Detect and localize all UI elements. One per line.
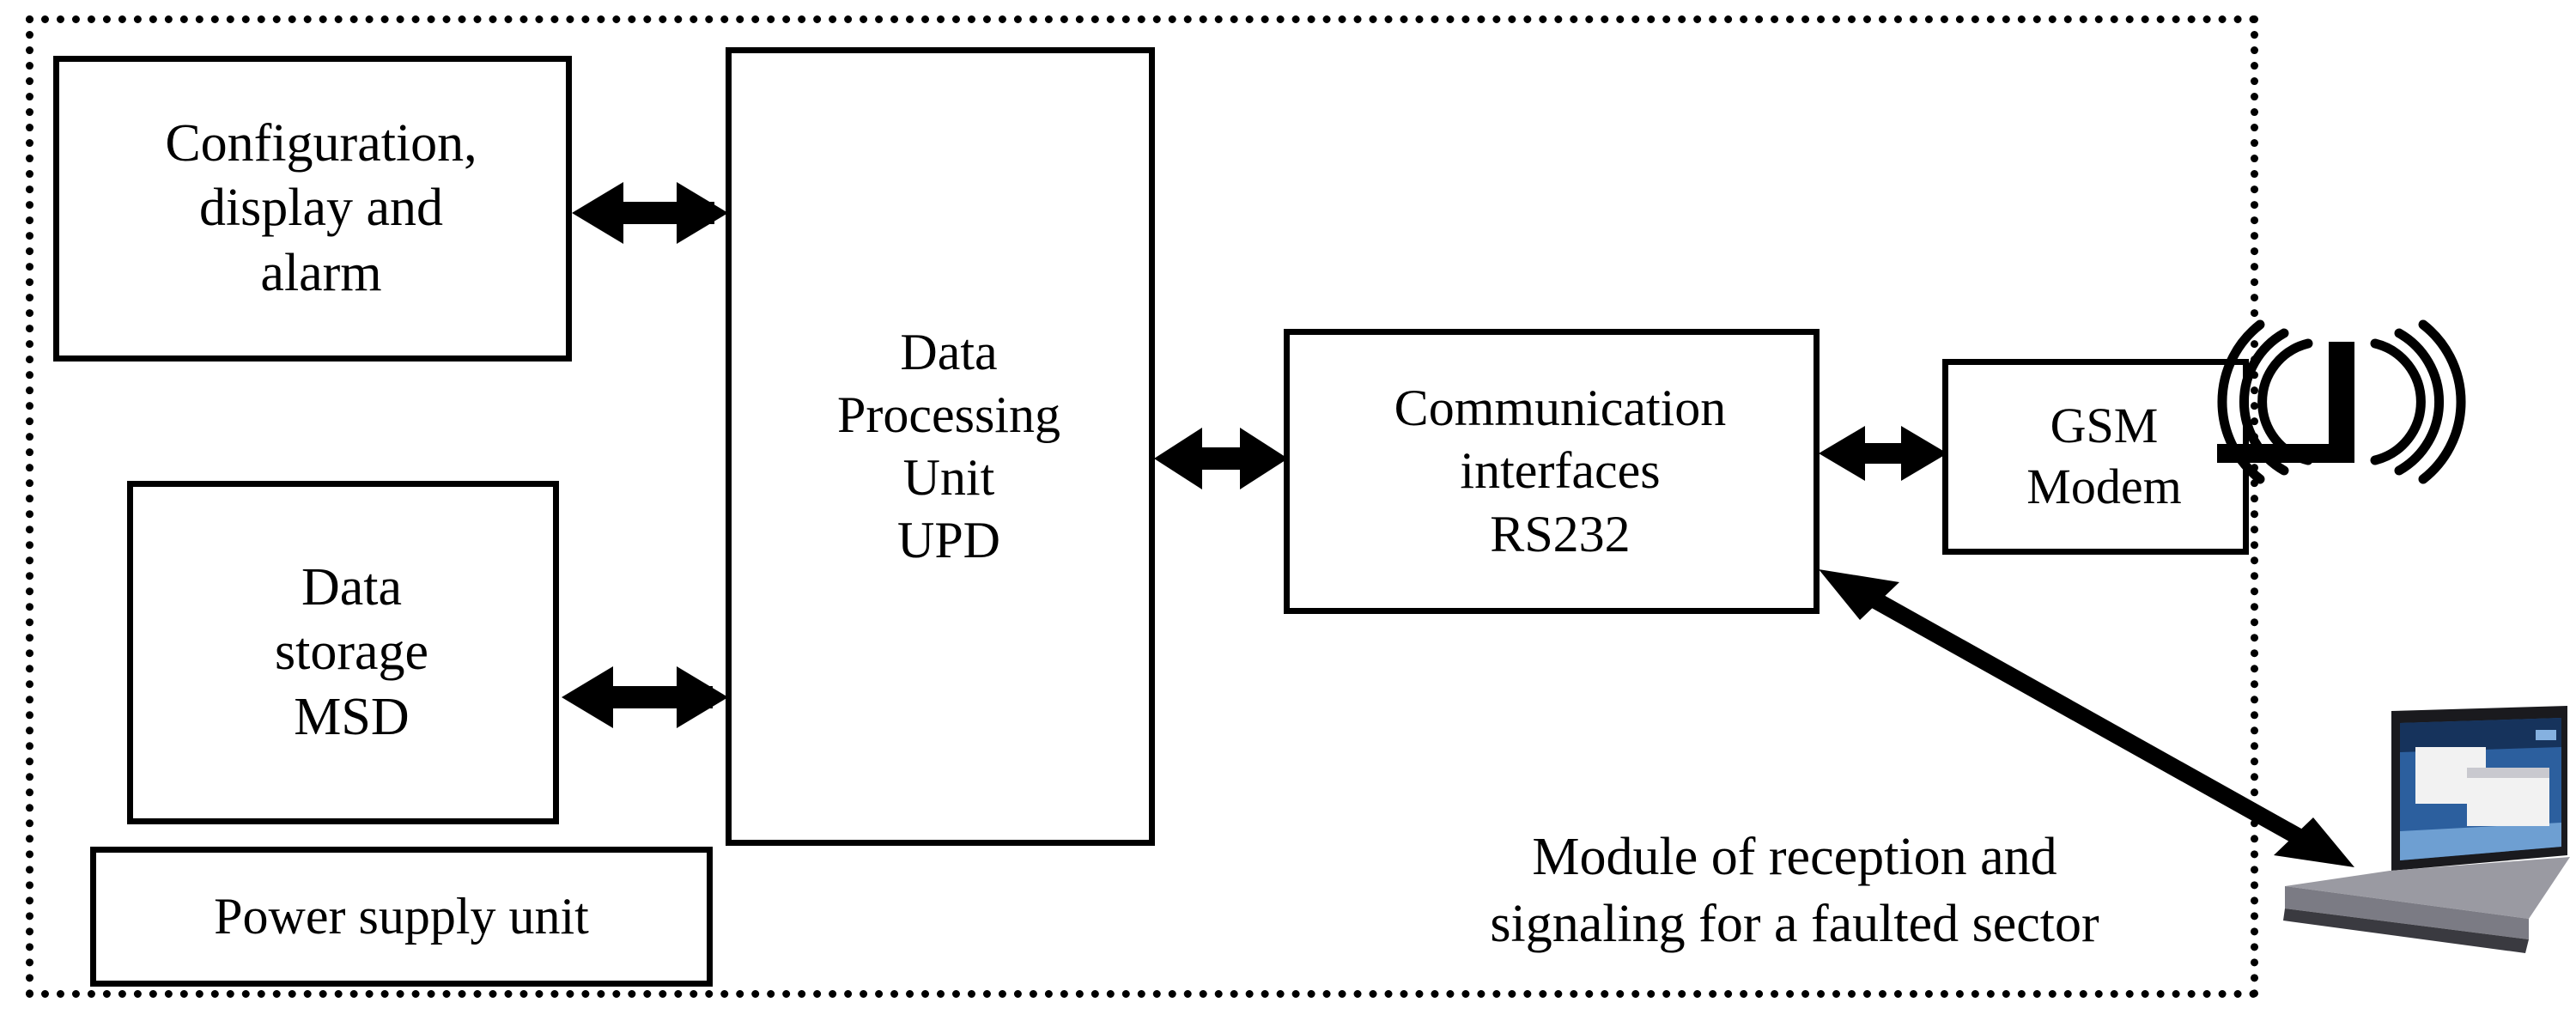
storage-line-3: MSD <box>294 687 410 746</box>
module-caption-line-1: Module of reception and <box>1532 828 2057 886</box>
laptop-screen-badge <box>2536 730 2556 740</box>
laptop-window-2-titlebar <box>2467 768 2549 778</box>
block-gsm-modem[interactable]: GSM Modem <box>1942 359 2249 555</box>
laptop-base-top <box>2285 857 2570 919</box>
comm-line-3: RS232 <box>1490 505 1631 562</box>
dpu-line-3: Unit <box>902 449 995 506</box>
storage-line-2: storage <box>274 623 429 682</box>
block-communication-label: Communication interfaces RS232 <box>1290 377 1814 566</box>
laptop-screen-topbar <box>2400 718 2561 752</box>
module-boundary <box>26 15 2258 998</box>
block-data-storage[interactable]: Data storage MSD <box>127 481 559 824</box>
laptop-screen-bottomband <box>2400 823 2561 860</box>
config-line-1: Configuration, <box>165 113 477 173</box>
gsm-line-1: GSM <box>2050 398 2159 454</box>
block-dpu-label: Data Processing Unit UPD <box>732 321 1149 573</box>
comm-line-1: Communication <box>1394 380 1727 437</box>
block-communication-interfaces[interactable]: Communication interfaces RS232 <box>1284 329 1820 614</box>
dpu-line-2: Processing <box>837 386 1060 443</box>
laptop-icon <box>2283 706 2570 953</box>
laptop-base-edge <box>2283 908 2529 953</box>
block-data-storage-label: Data storage MSD <box>133 556 553 750</box>
block-configuration-label: Configuration, display and alarm <box>59 112 566 307</box>
block-power-supply-label: Power supply unit <box>214 887 589 945</box>
comm-line-2: interfaces <box>1460 442 1661 500</box>
dpu-line-1: Data <box>900 323 998 380</box>
module-caption-line-2: signaling for a faulted sector <box>1490 894 2099 953</box>
block-power-supply[interactable]: Power supply unit <box>90 847 713 987</box>
storage-line-1: Data <box>301 557 403 617</box>
config-line-3: alarm <box>260 243 382 302</box>
block-gsm-modem-label: GSM Modem <box>1948 396 2243 518</box>
block-data-processing-unit[interactable]: Data Processing Unit UPD <box>726 47 1155 846</box>
laptop-base-body <box>2285 886 2529 939</box>
laptop-window-2 <box>2467 773 2549 826</box>
config-line-2: display and <box>198 179 444 238</box>
block-configuration[interactable]: Configuration, display and alarm <box>53 56 572 362</box>
module-caption: Module of reception and signaling for a … <box>1340 824 2250 957</box>
dpu-line-4: UPD <box>896 512 1001 569</box>
gsm-line-2: Modem <box>2026 459 2182 514</box>
